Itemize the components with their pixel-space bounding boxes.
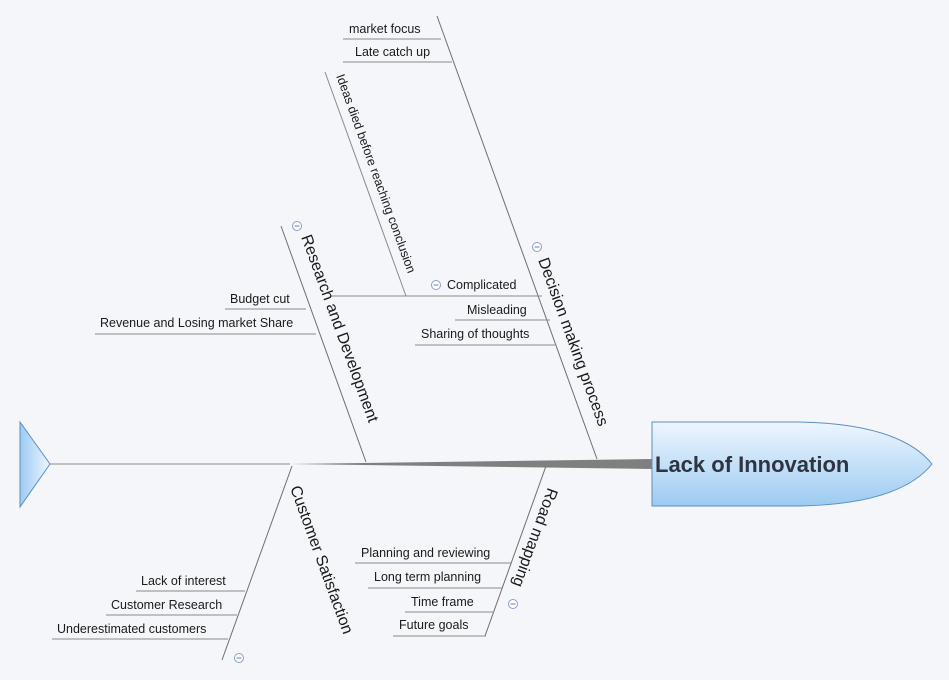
cause-late-catch-up: Late catch up [355,45,430,59]
branch-label-roadmap: Road mapping [509,486,561,590]
cause-revenue-losing-share: Revenue and Losing market Share [100,316,293,330]
bone-customer [221,465,293,661]
fish-head [651,421,933,507]
cause-lack-of-interest: Lack of interest [141,574,226,588]
cause-future-goals: Future goals [399,618,468,632]
fish-tail [19,420,51,509]
cause-planning-reviewing: Planning and reviewing [361,546,490,560]
collapse-icon[interactable] [532,242,542,252]
cause-sharing-of-thoughts: Sharing of thoughts [421,327,529,341]
spine [290,459,652,469]
cause-time-frame: Time frame [411,595,474,609]
collapse-icon[interactable] [508,599,518,609]
collapse-icon[interactable] [292,221,302,231]
cause-underestimated-customers: Underestimated customers [57,622,206,636]
subcause-line-ideas-died [324,71,407,297]
collapse-icon[interactable] [431,280,441,290]
cause-market-focus: market focus [349,22,421,36]
branch-label-decision: Decision making process [534,256,611,429]
cause-budget-cut: Budget cut [230,292,290,306]
subcause-ideas-died: Ideas died before reaching conclusion [333,72,418,275]
problem-statement: Lack of Innovation [655,452,849,477]
bone-roadmap [484,465,547,637]
branch-label-research: Research and Development [297,233,381,426]
bone-decision [436,15,598,460]
collapse-icon[interactable] [234,653,244,663]
branch-label-customer: Customer Satisfaction [286,484,356,637]
cause-customer-research: Customer Research [111,598,222,612]
cause-complicated: Complicated [447,278,517,292]
cause-misleading: Misleading [467,303,527,317]
bone-research [280,225,367,463]
cause-long-term-planning: Long term planning [374,570,481,584]
